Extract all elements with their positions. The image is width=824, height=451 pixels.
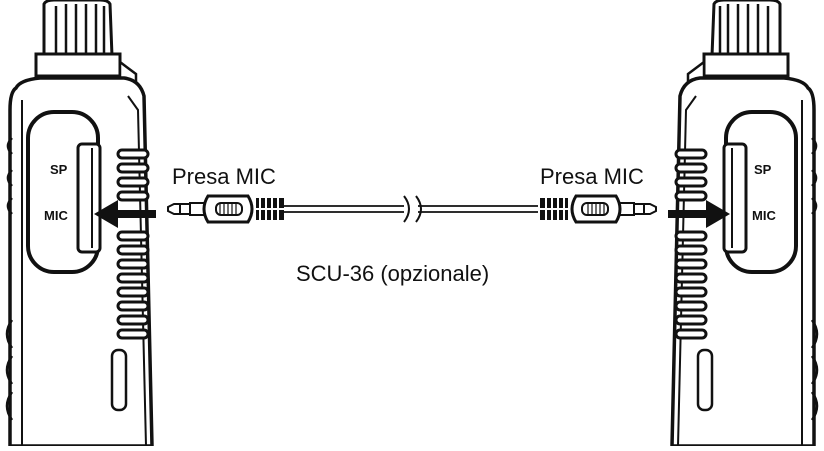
cable-label: SCU-36 (opzionale)	[296, 261, 490, 286]
radio-right	[670, 0, 819, 448]
plug-right	[538, 194, 658, 224]
plug-left	[166, 194, 286, 224]
arrow-right	[668, 200, 730, 228]
left-sp-label: SP	[50, 162, 68, 177]
right-jack-label: Presa MIC	[540, 164, 644, 189]
cable	[284, 195, 538, 223]
right-sp-label: SP	[754, 162, 772, 177]
left-mic-label: MIC	[44, 208, 68, 223]
radio-left	[5, 0, 154, 448]
left-jack-label: Presa MIC	[172, 164, 276, 189]
right-mic-label: MIC	[752, 208, 776, 223]
arrow-left	[94, 200, 156, 228]
cable-break-mark	[403, 195, 410, 223]
